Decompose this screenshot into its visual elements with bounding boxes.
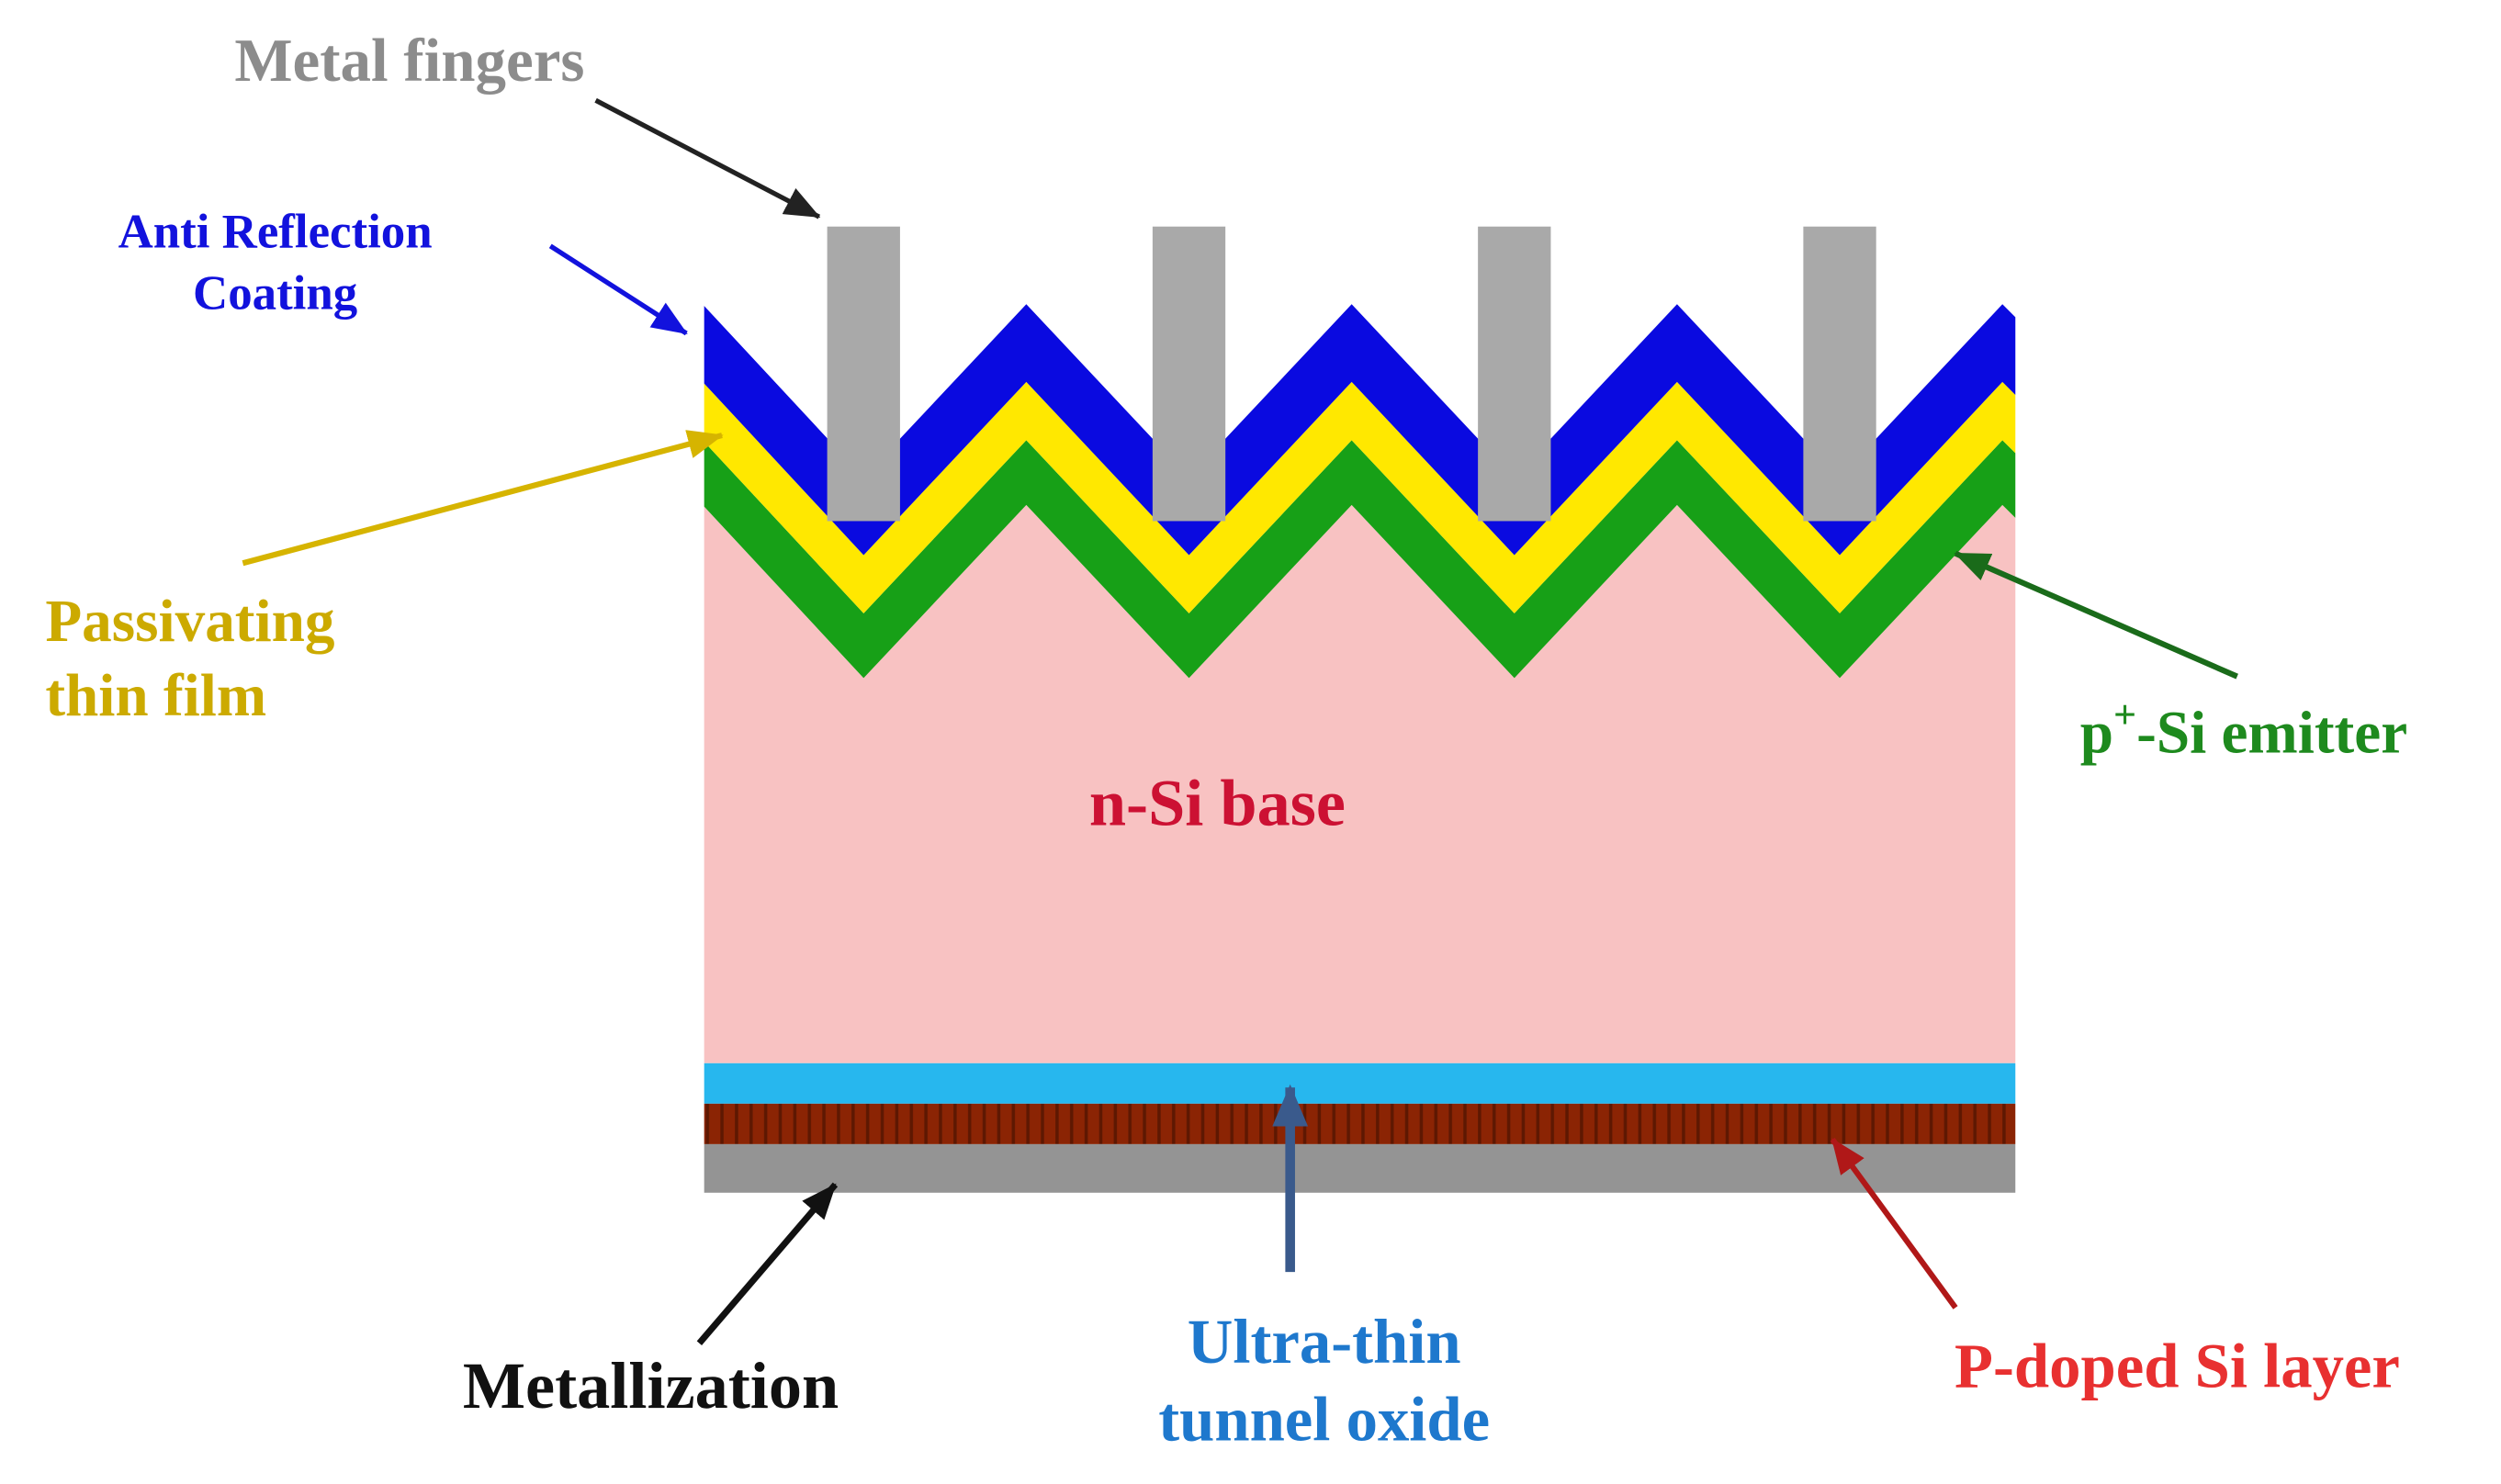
emitter-label: p+-Si emitter <box>2080 692 2407 766</box>
metal-fingers-arrow <box>594 97 821 219</box>
anti-reflection-coating-layer <box>704 304 2016 556</box>
p-doped-label: P-doped Si layer <box>1955 1331 2400 1400</box>
arc-label-line1: Anti Reflection <box>118 206 433 259</box>
passivating-thin-film-layer <box>704 381 2016 613</box>
arc-label-line2: Coating <box>193 267 357 320</box>
emitter-arrow <box>1954 550 2238 680</box>
emitter-label-sup: + <box>2113 692 2136 737</box>
metallization-label: Metallization <box>463 1349 839 1422</box>
metal-fingers-label: Metal fingers <box>234 27 584 95</box>
metal-finger-1 <box>827 226 900 522</box>
n-si-base-layer <box>704 504 2016 1063</box>
metallization-layer <box>704 1143 2016 1193</box>
passivating-label-line1: Passivating <box>45 589 334 655</box>
tunnel-oxide-layer <box>704 1062 2016 1104</box>
tunnel-oxide-label-line1: Ultra-thin <box>1188 1307 1461 1377</box>
metal-finger-4 <box>1803 226 1876 522</box>
emitter-label-post: -Si emitter <box>2136 700 2407 766</box>
metal-finger-3 <box>1478 226 1551 522</box>
arc-arrow <box>548 243 688 336</box>
p-doped-arrow <box>1830 1137 1958 1310</box>
tunnel-oxide-label-line2: tunnel oxide <box>1158 1384 1490 1454</box>
emitter-label-pre: p <box>2080 700 2113 766</box>
p-si-emitter-layer <box>704 440 2016 679</box>
passivating-arrow <box>242 430 724 567</box>
metal-finger-2 <box>1152 226 1226 522</box>
n-si-base-label: n-Si base <box>1089 767 1346 840</box>
metallization-arrow <box>696 1182 839 1345</box>
passivating-label-line2: thin film <box>45 663 266 729</box>
p-doped-si-layer <box>704 1103 2016 1144</box>
